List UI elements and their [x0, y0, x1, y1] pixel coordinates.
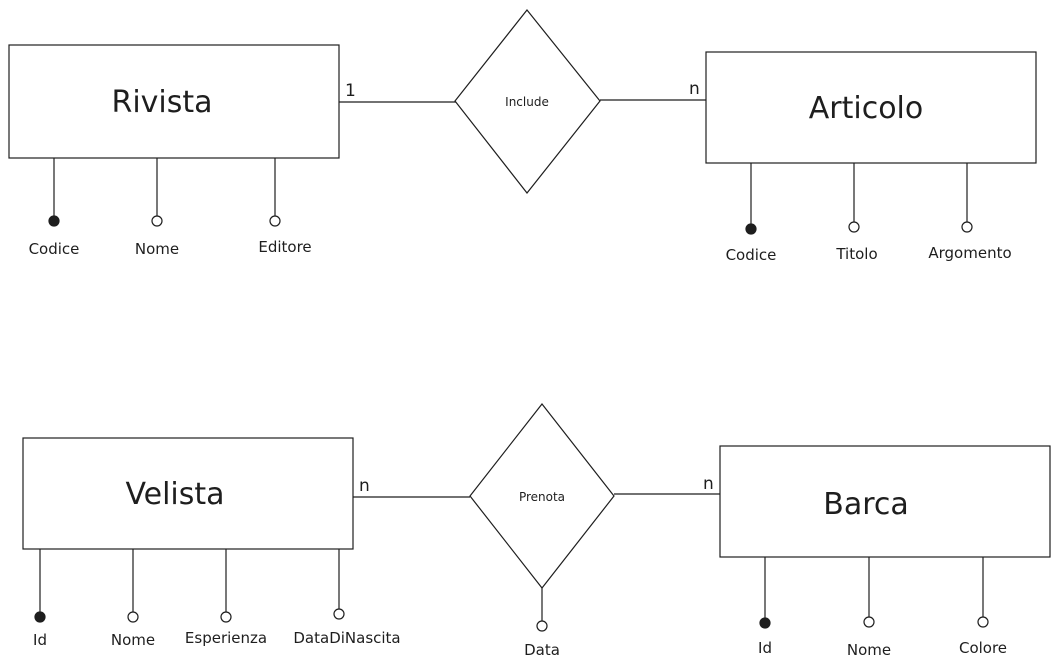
attribute-dot — [269, 215, 281, 227]
cardinality-rivista: 1 — [345, 81, 356, 101]
attribute-dot — [151, 215, 163, 227]
entity-box-velista[interactable] — [22, 437, 354, 550]
attribute-label-editore: Editore — [258, 238, 311, 256]
relationship-label-include: Include — [505, 95, 549, 109]
key-attribute-dot — [759, 617, 771, 629]
attribute-dot — [977, 616, 989, 628]
entity-box-articolo[interactable] — [705, 51, 1037, 164]
key-attribute-dot — [34, 611, 46, 623]
attribute-label-nome: Nome — [135, 240, 179, 258]
attribute-label-titolo: Titolo — [835, 245, 877, 263]
attribute-dot — [848, 221, 860, 233]
entity-label-velista: Velista — [125, 477, 224, 512]
attribute-dot — [220, 611, 232, 623]
cardinality-velista: n — [359, 476, 370, 496]
attribute-label-codice: Codice — [29, 240, 80, 258]
entity-label-rivista: Rivista — [111, 85, 212, 120]
attribute-label-datadinascita: DataDiNascita — [293, 629, 400, 647]
attribute-dot — [536, 620, 548, 632]
attribute-label-data: Data — [524, 641, 560, 659]
attribute-dot — [863, 616, 875, 628]
attribute-dot — [127, 611, 139, 623]
cardinality-articolo: n — [689, 79, 700, 99]
attribute-label-id: Id — [758, 639, 772, 657]
attribute-label-colore: Colore — [959, 639, 1007, 657]
attribute-label-id: Id — [33, 631, 47, 649]
entity-box-barca[interactable] — [719, 445, 1051, 558]
attribute-label-nome: Nome — [847, 641, 891, 659]
diagram-velista-barca: Velista n Prenota Data n Barca Id Nome E… — [22, 403, 1051, 659]
key-attribute-dot — [48, 215, 60, 227]
key-attribute-dot — [745, 223, 757, 235]
entity-label-articolo: Articolo — [809, 91, 924, 126]
diagram-rivista-articolo: Rivista 1 Include n Articolo Codice Nome… — [8, 9, 1037, 264]
attribute-label-esperienza: Esperienza — [185, 629, 267, 647]
relationship-label-prenota: Prenota — [519, 490, 565, 504]
entity-label-barca: Barca — [823, 487, 909, 522]
attribute-dot — [333, 608, 345, 620]
cardinality-barca: n — [703, 474, 714, 494]
relationship-diamond-include[interactable] — [454, 9, 601, 194]
attribute-dot — [961, 221, 973, 233]
attribute-label-codice: Codice — [726, 246, 777, 264]
attribute-label-argomento: Argomento — [928, 244, 1011, 262]
attribute-label-nome: Nome — [111, 631, 155, 649]
